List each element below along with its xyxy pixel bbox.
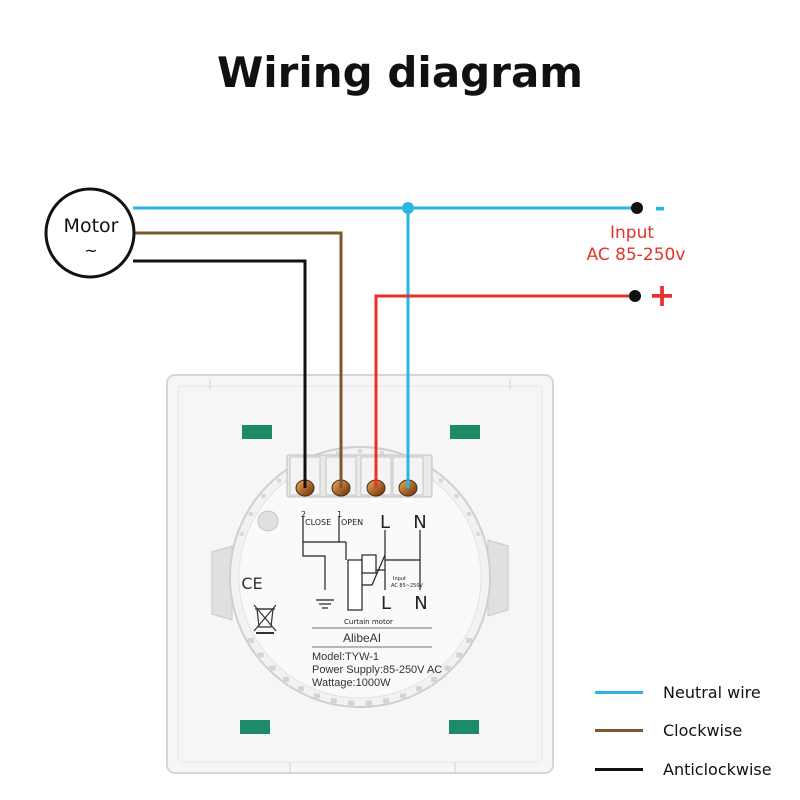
module-vent-tooth — [330, 698, 337, 704]
motor-symbol — [44, 187, 136, 279]
motor-ac-symbol: ~ — [84, 241, 97, 260]
module-vent-tooth — [444, 665, 451, 671]
model-label: Model:TYW-1 — [312, 651, 379, 663]
input-live-symbol: + — [649, 276, 676, 314]
motor: Motor ~ — [44, 187, 136, 279]
input-title: Input — [610, 223, 654, 243]
input-labels: - Input AC 85-250v + — [587, 193, 686, 314]
module-vent-tooth — [476, 531, 481, 536]
motor-label: Motor — [64, 215, 119, 237]
open-terminal-label: OPEN — [341, 518, 363, 527]
module-vent-tooth — [282, 676, 289, 682]
curtain-motor-label: Curtain motor — [344, 618, 393, 626]
module-screw-hole — [257, 510, 279, 532]
legend-item-anticlockwise: Anticlockwise — [595, 757, 772, 781]
module-vent-tooth — [466, 638, 473, 643]
anticlockwise-wire — [133, 259, 307, 488]
legend-item-neutral: Neutral wire — [595, 680, 761, 704]
legend-label-anticlockwise: Anticlockwise — [663, 759, 772, 779]
module-vent-tooth — [313, 693, 320, 699]
module-vent-tooth — [358, 449, 362, 453]
module-vent-tooth — [239, 531, 244, 536]
module-vent-tooth — [336, 450, 341, 455]
legend-item-clockwise: Clockwise — [595, 718, 742, 742]
module-vent-tooth — [438, 478, 443, 483]
legend-swatch-anticlockwise — [595, 767, 643, 771]
module-vent-tooth — [257, 652, 264, 658]
n-terminal-label: N — [413, 512, 426, 533]
legend-swatch-clockwise — [595, 728, 643, 732]
mount-tab-bottom-left — [240, 720, 270, 734]
l-schematic-label: L — [381, 593, 391, 614]
module-vent-tooth — [247, 638, 254, 643]
diagram-title: Wiring diagram — [216, 48, 584, 97]
close-terminal-number: 2 — [301, 510, 306, 519]
terminal-labels: 2 CLOSE 1 OPEN L N L N Input AC 85~250V … — [301, 510, 428, 626]
module-vent-tooth — [431, 676, 438, 682]
n-schematic-label: N — [414, 593, 427, 614]
certification-marks: CE — [241, 574, 277, 634]
live-wire — [374, 294, 635, 488]
module-vent-tooth — [383, 698, 390, 704]
l-terminal-label: L — [380, 512, 390, 533]
module-vent-tooth — [297, 686, 304, 692]
module-vent-tooth — [400, 693, 407, 699]
open-terminal-number: 1 — [337, 510, 342, 519]
brand-label: AlibeAI — [343, 631, 381, 645]
clockwise-wire — [133, 231, 343, 488]
module-schematic — [302, 516, 421, 611]
input-neutral-symbol: - — [655, 193, 666, 223]
module-vent-tooth — [365, 700, 372, 706]
module-vent-tooth — [248, 512, 253, 516]
close-terminal-label: CLOSE — [305, 518, 331, 527]
wattage-label: Wattage:1000W — [312, 677, 391, 689]
product-info: AlibeAI Model:TYW-1 Power Supply:85-250V… — [312, 627, 442, 689]
mount-tab-top-right — [450, 425, 480, 439]
legend-label-neutral: Neutral wire — [663, 682, 761, 702]
module-vent-tooth — [379, 450, 384, 455]
input-small-title: Input — [393, 576, 406, 582]
legend-label-clockwise: Clockwise — [663, 720, 743, 740]
module-vent-tooth — [416, 686, 423, 692]
neutral-junction-dot — [402, 202, 414, 214]
module-vent-tooth — [269, 665, 276, 671]
weee-bin-icon — [253, 604, 277, 634]
module-vent-tooth — [456, 652, 463, 658]
input-live-dot — [629, 290, 641, 302]
power-supply-label: Power Supply:85-250V AC — [312, 664, 442, 676]
ce-mark: CE — [241, 574, 262, 593]
input-neutral-dot — [631, 202, 643, 214]
legend-swatch-neutral — [595, 690, 643, 694]
wires — [133, 206, 637, 488]
module-vent-tooth — [348, 700, 355, 706]
mount-tab-top-left — [242, 425, 272, 439]
input-voltage: AC 85-250v — [587, 245, 686, 265]
module-vent-tooth — [261, 494, 266, 499]
input-small-voltage: AC 85~250V — [391, 583, 424, 589]
terminal-block — [286, 454, 433, 498]
module-vent-tooth — [454, 494, 459, 499]
module-vent-tooth — [467, 512, 472, 516]
module-vent-tooth — [277, 478, 282, 483]
mount-tab-bottom-right — [449, 720, 479, 734]
